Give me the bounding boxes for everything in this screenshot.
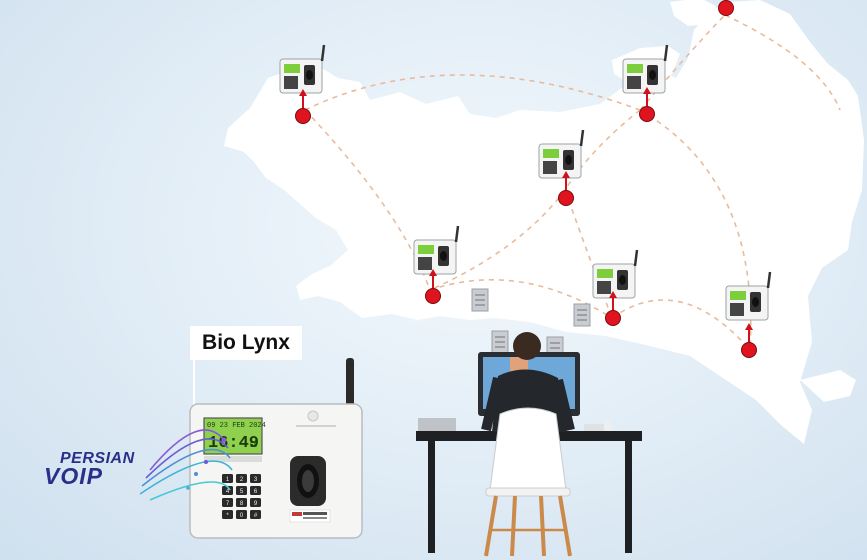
logo-swoosh-icon xyxy=(139,429,233,501)
keypad-key xyxy=(236,474,247,483)
keypad-key xyxy=(222,474,233,483)
keypad-key xyxy=(222,498,233,507)
chair xyxy=(484,407,572,557)
device-name-label: Bio Lynx xyxy=(190,326,302,360)
keypad-key xyxy=(236,498,247,507)
keypad-key-label: 3 xyxy=(254,477,258,483)
terminal-node-3 xyxy=(718,0,734,16)
keypad-key-label: 4 xyxy=(226,489,230,495)
keypad-key xyxy=(250,486,261,495)
keypad-key-label: 9 xyxy=(254,501,258,507)
keypad-key-label: 1 xyxy=(226,477,230,483)
location-pin-icon xyxy=(718,0,734,16)
logo-line-1: PERSIAN xyxy=(60,450,135,467)
lcd-time: 16:49 xyxy=(208,434,259,453)
document-icon xyxy=(471,288,489,312)
logo-line-2: VOIP xyxy=(44,463,103,490)
keypad: 1 2 3 4 5 6 7 8 9 * 0 # xyxy=(222,474,261,519)
keypad-key xyxy=(250,474,261,483)
device-lcd xyxy=(203,417,263,455)
keypad-key xyxy=(222,510,233,519)
keypad-key-label: 6 xyxy=(254,489,258,495)
keypad-key-label: 2 xyxy=(240,477,244,483)
desk-scene xyxy=(416,332,642,557)
document-icon xyxy=(573,303,591,327)
lcd-seconds: 58 xyxy=(250,442,258,449)
keypad-key-label: 7 xyxy=(226,501,230,507)
bio-lynx-device: 09 23 FEB 2024 16:49 58 1 2 3 4 5 6 7 8 9 * 0 # xyxy=(189,358,363,539)
document-icon xyxy=(491,330,509,354)
keypad-key xyxy=(250,510,261,519)
connection-lines xyxy=(304,14,841,351)
keypad-key xyxy=(236,510,247,519)
persian-voip-logo: PERSIAN VOIP xyxy=(44,450,135,490)
keypad-key-label: # xyxy=(254,513,258,519)
keypad-key-label: * xyxy=(226,513,229,519)
keypad-key xyxy=(250,498,261,507)
keypad-key-label: 8 xyxy=(240,501,244,507)
lcd-date: 09 23 FEB 2024 xyxy=(207,422,266,430)
keypad-key-label: 5 xyxy=(240,489,244,495)
keypad-key-label: 0 xyxy=(240,513,244,519)
keypad-key xyxy=(236,486,247,495)
fingerprint-terminal-icon xyxy=(278,43,326,95)
keypad-key xyxy=(222,486,233,495)
